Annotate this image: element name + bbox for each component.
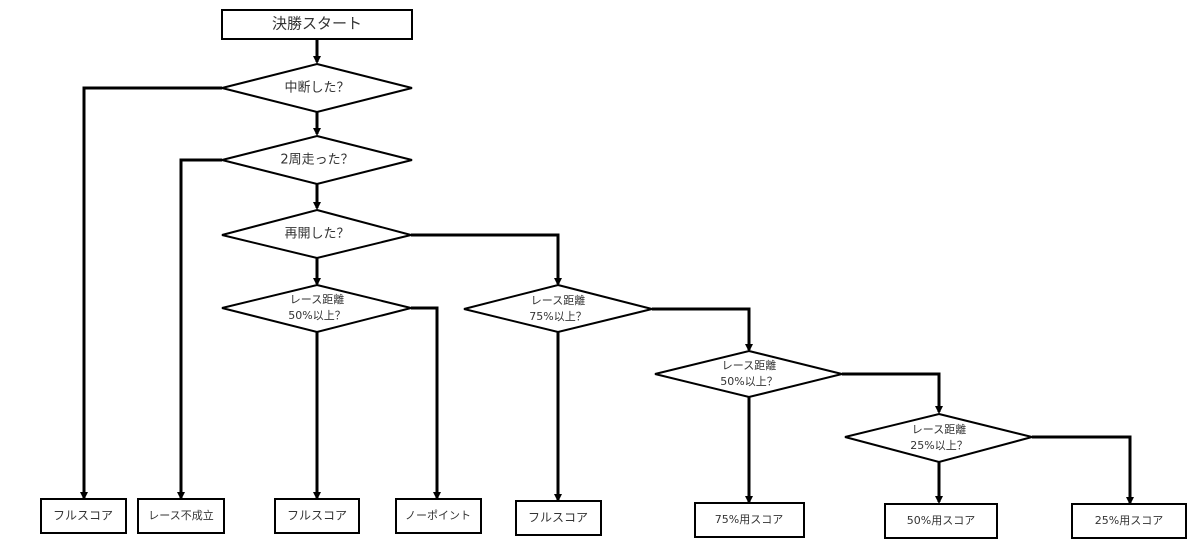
decision-dist50-b-line2: 50%以上？ <box>720 375 777 388</box>
decision-interrupted: 中断した？ <box>221 62 413 114</box>
decision-dist25-line2: 25%以上？ <box>910 439 967 452</box>
node-start-label: 決勝スタート <box>272 15 362 33</box>
decision-resumed: 再開した？ <box>221 208 412 260</box>
edge-twolaps-no <box>177 158 222 500</box>
result-score-50: 50%用スコア <box>884 503 998 539</box>
edge-resumed-yes <box>411 233 562 286</box>
decision-dist50-b-line1: レース距離 <box>722 358 776 372</box>
edge-dist25-no <box>1032 435 1134 505</box>
result-full-score-2: フルスコア <box>274 498 360 534</box>
edge-dist50a-no <box>411 306 441 500</box>
result-full-score-2-label: フルスコア <box>287 509 347 523</box>
node-start: 決勝スタート <box>221 9 413 40</box>
decision-two-laps: 2周走った？ <box>221 134 413 186</box>
decision-resumed-label: 再開した？ <box>284 227 349 242</box>
result-score-50-label: 50%用スコア <box>907 514 975 527</box>
result-score-75: 75%用スコア <box>694 502 805 538</box>
result-score-75-label: 75%用スコア <box>715 513 783 526</box>
decision-dist50-a-line2: 50%以上？ <box>288 309 345 322</box>
decision-dist25-line1: レース距離 <box>912 422 966 436</box>
result-no-race: レース不成立 <box>137 498 225 534</box>
edge-dist75-no <box>652 307 753 352</box>
decision-dist75: レース距離 75%以上？ <box>463 283 653 334</box>
result-full-score-1: フルスコア <box>40 498 127 534</box>
decision-dist50-a: レース距離 50%以上？ <box>221 283 412 334</box>
decision-two-laps-label: 2周走った？ <box>280 153 353 168</box>
decision-dist75-line2: 75%以上？ <box>529 310 586 323</box>
decision-dist50-b: レース距離 50%以上？ <box>654 349 843 399</box>
result-full-score-1-label: フルスコア <box>53 509 113 523</box>
result-no-point: ノーポイント <box>395 498 482 534</box>
edge-dist50b-no <box>842 372 943 414</box>
result-full-score-3: フルスコア <box>515 500 602 536</box>
decision-dist25: レース距離 25%以上？ <box>844 412 1033 464</box>
result-no-point-label: ノーポイント <box>405 509 471 522</box>
result-no-race-label: レース不成立 <box>148 508 213 522</box>
result-score-25-label: 25%用スコア <box>1095 514 1163 527</box>
result-full-score-3-label: フルスコア <box>528 511 588 525</box>
result-score-25: 25%用スコア <box>1071 503 1187 539</box>
decision-dist50-a-line1: レース距離 <box>290 292 344 306</box>
decision-interrupted-label: 中断した？ <box>284 81 349 96</box>
edge-interrupted-yes <box>80 86 222 500</box>
connectors <box>80 39 1134 505</box>
decision-dist75-line1: レース距離 <box>531 293 585 307</box>
